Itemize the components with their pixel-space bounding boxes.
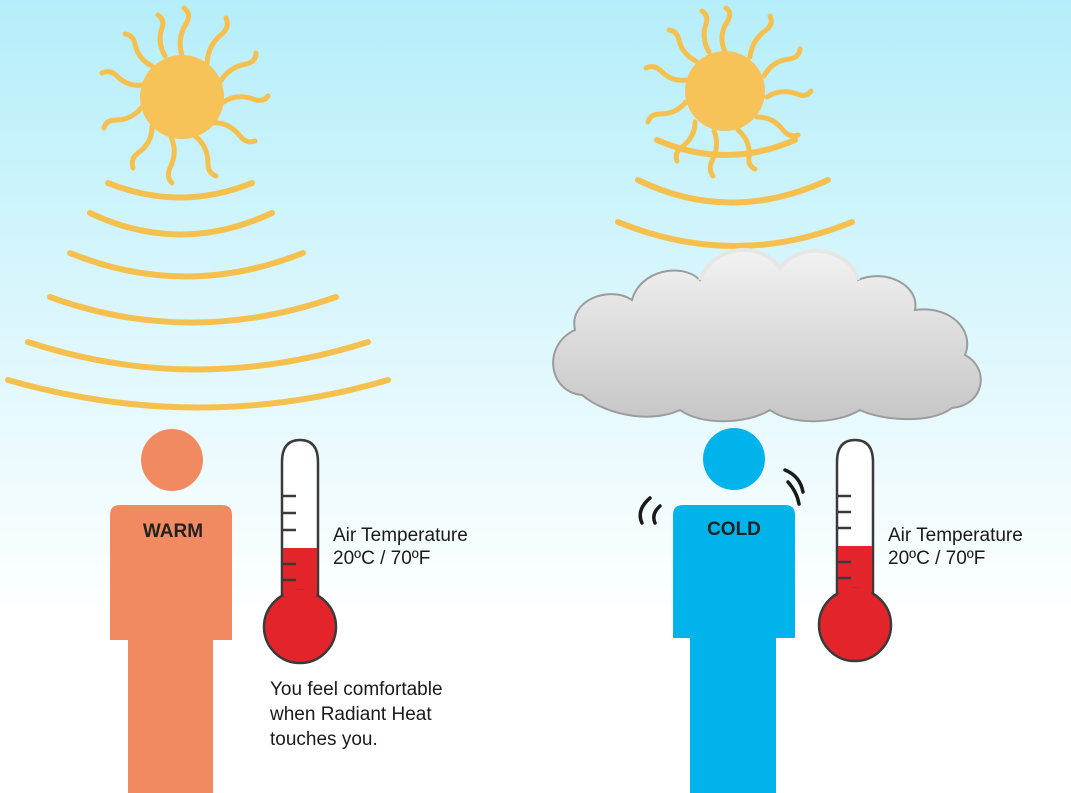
warm-person-figure: [110, 429, 232, 793]
thermometer-icon-cold: [817, 438, 893, 663]
radiant-heat-waves-warm: [5, 180, 391, 411]
warm-air-temperature: Air Temperature 20ºC / 70ºF: [333, 524, 468, 570]
cold-person-body: [673, 505, 795, 793]
warm-caption-line: when Radiant Heat: [270, 704, 432, 725]
warm-person-body: [110, 505, 232, 793]
warm-caption-line: touches you.: [270, 729, 378, 750]
warm-caption-line: You feel comfortable: [270, 679, 443, 700]
warm-air-temperature-label: Air Temperature: [333, 525, 468, 546]
sun-icon-warm: [99, 5, 271, 186]
warm-air-temperature-value: 20ºC / 70ºF: [333, 548, 431, 569]
cloud-icon: [552, 247, 982, 423]
warm-person-head: [141, 429, 203, 491]
warm-caption: You feel comfortable when Radiant Heat t…: [270, 677, 443, 752]
shiver-marks-icon: [638, 468, 805, 525]
cold-air-temperature: Air Temperature 20ºC / 70ºF: [888, 524, 1023, 570]
sun-disc-warm: [140, 55, 224, 139]
sun-disc-cold: [685, 51, 765, 131]
cold-air-temperature-value: 20ºC / 70ºF: [888, 548, 986, 569]
warm-label: WARM: [142, 521, 204, 542]
cold-label: COLD: [707, 519, 761, 540]
radiant-heat-waves-cold: [615, 137, 855, 249]
cold-person-figure: [638, 428, 805, 793]
cold-person-head: [703, 428, 765, 490]
thermometer-icon-warm: [262, 438, 338, 665]
cold-air-temperature-label: Air Temperature: [888, 525, 1023, 546]
